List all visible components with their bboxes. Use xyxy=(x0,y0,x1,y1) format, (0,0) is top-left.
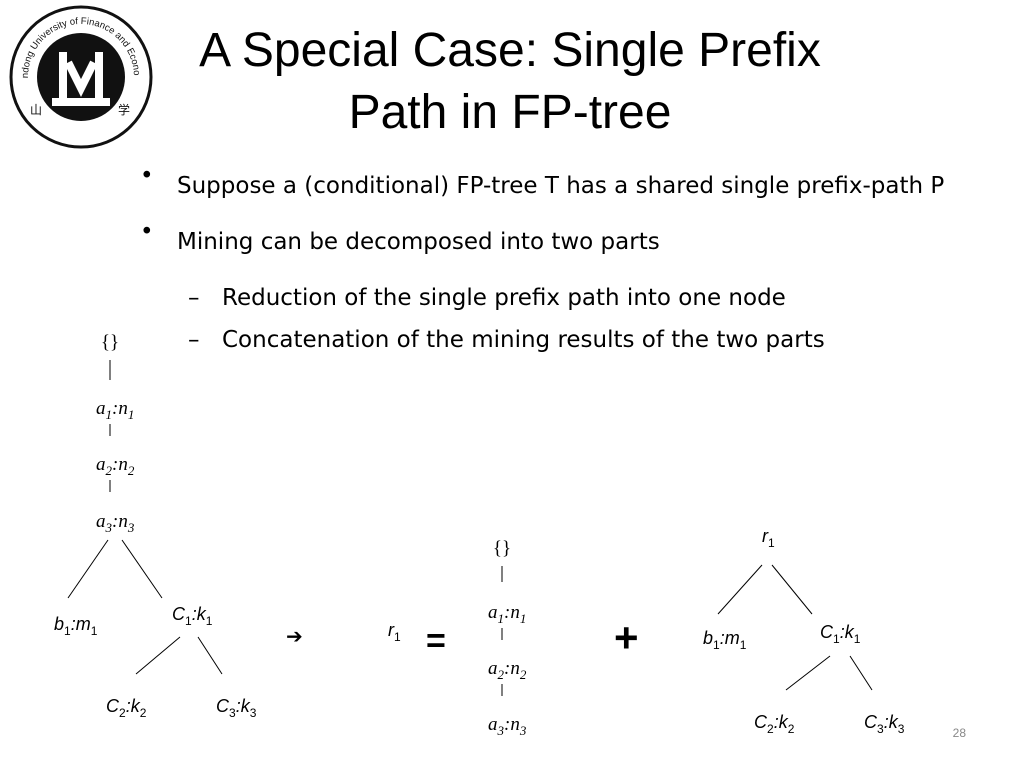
bullet-list: • Suppose a (conditional) FP-tree T has … xyxy=(140,163,960,368)
logo-seal-glyph: 学 xyxy=(118,102,130,117)
left-node-c2: C2:k2 xyxy=(106,696,147,720)
middle-tree-root: {} xyxy=(493,538,511,559)
bullet-dash-icon: – xyxy=(188,285,200,311)
r1-label: r1 xyxy=(388,620,401,644)
bullet-dot-icon: • xyxy=(140,219,154,245)
sub-bullet-item: – Concatenation of the mining results of… xyxy=(140,326,960,354)
tree-edge xyxy=(197,636,223,675)
left-node-c3: C3:k3 xyxy=(216,696,257,720)
left-node-b1: b1:m1 xyxy=(54,614,98,638)
bullet-dash-icon: – xyxy=(188,327,200,353)
sub-bullet-item: – Reduction of the single prefix path in… xyxy=(140,284,960,312)
tree-edge xyxy=(67,539,109,599)
tree-edge xyxy=(135,636,181,675)
equals-sign: = xyxy=(426,622,446,660)
sub-bullet-text: Reduction of the single prefix path into… xyxy=(222,285,786,311)
title-line-1: A Special Case: Single Prefix xyxy=(199,24,821,77)
tree-edge xyxy=(849,655,873,691)
middle-node-a2: a2:n2 xyxy=(488,658,527,682)
right-node-b1: b1:m1 xyxy=(703,628,747,652)
sub-bullet-text: Concatenation of the mining results of t… xyxy=(222,327,825,353)
logo-seal-glyph: 山 xyxy=(30,103,42,117)
tree-edge xyxy=(771,564,813,615)
left-node-c1: C1:k1 xyxy=(172,604,213,628)
bullet-item: • Suppose a (conditional) FP-tree T has … xyxy=(140,162,960,210)
left-node-a3: a3:n3 xyxy=(96,511,135,535)
right-tree-root-r1: r1 xyxy=(762,526,775,550)
tree-edge xyxy=(121,539,163,599)
bullet-text: Mining can be decomposed into two parts xyxy=(177,229,660,255)
left-tree-root: {} xyxy=(101,332,119,353)
title-line-2: Path in FP-tree xyxy=(348,86,672,139)
bullet-text: Suppose a (conditional) FP-tree T has a … xyxy=(177,173,945,199)
middle-node-a1: a1:n1 xyxy=(488,602,526,626)
tree-edge xyxy=(785,655,831,691)
slide-title: A Special Case: Single Prefix Path in FP… xyxy=(150,20,870,144)
middle-node-a3: a3:n3 xyxy=(488,714,527,738)
right-node-c2: C2:k2 xyxy=(754,712,795,736)
right-node-c3: C3:k3 xyxy=(864,712,905,736)
bullet-item: • Mining can be decomposed into two part… xyxy=(140,218,960,266)
left-node-a1: a1:n1 xyxy=(96,398,134,422)
arrow-right-icon: ➔ xyxy=(286,624,303,648)
tree-edge xyxy=(717,564,763,615)
right-node-c1: C1:k1 xyxy=(820,622,861,646)
page-number: 28 xyxy=(952,726,966,740)
plus-sign: + xyxy=(614,614,639,661)
left-node-a2: a2:n2 xyxy=(96,454,135,478)
university-logo: Shandong University of Finance and Econo… xyxy=(8,4,153,149)
bullet-dot-icon: • xyxy=(140,163,154,189)
